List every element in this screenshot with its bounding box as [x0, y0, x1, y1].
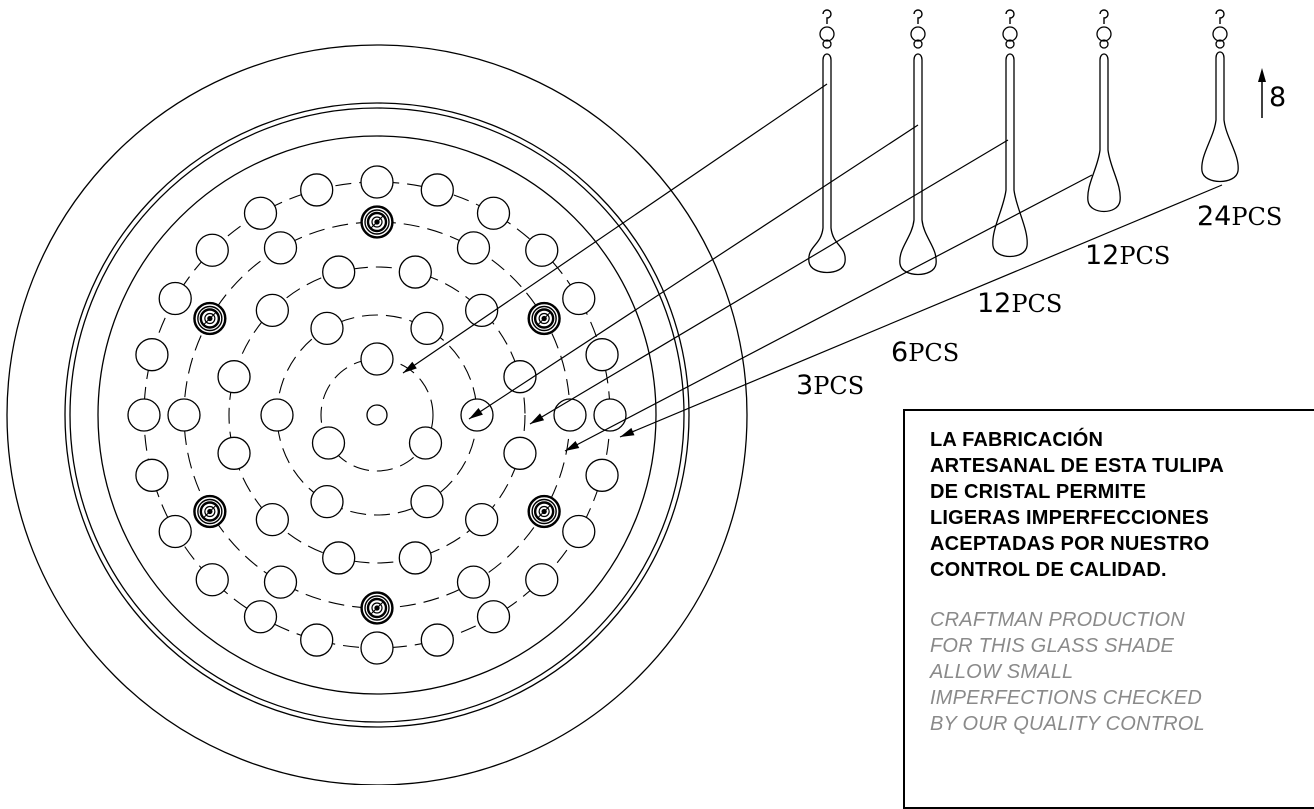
center-hole — [366, 404, 388, 426]
dimension-arrow: 8 — [1258, 68, 1286, 118]
quantity-label-ring2: 6PCS — [891, 337, 959, 368]
pendant-6pcs — [899, 9, 937, 276]
hole-ring3 — [255, 293, 289, 327]
hole-ring3 — [322, 255, 356, 289]
hole-ring5 — [476, 600, 511, 634]
hole-ring5 — [585, 338, 619, 372]
ring-path-1 — [320, 358, 434, 472]
hole-ring4 — [167, 398, 201, 432]
pendant-24pcs — [1201, 9, 1239, 183]
rim-3 — [69, 107, 685, 723]
screw-fixing — [528, 495, 560, 528]
hole-ring5 — [562, 514, 596, 549]
hole-ring5 — [476, 196, 511, 230]
hole-ring4 — [456, 231, 491, 265]
hole-ring3 — [465, 293, 499, 327]
hole-ring5 — [562, 281, 596, 316]
quality-note-box: LA FABRICACIÓN ARTESANAL DE ESTA TULIPA … — [903, 409, 1314, 809]
note-spanish: LA FABRICACIÓN ARTESANAL DE ESTA TULIPA … — [930, 429, 1225, 581]
crystal-drop-pendants — [808, 9, 1239, 276]
quantity-label-ring3: 12PCS — [977, 288, 1062, 319]
quantity-label-ring4: 12PCS — [1085, 240, 1170, 271]
hole-ring4 — [456, 565, 491, 599]
hole-ring3 — [217, 360, 251, 394]
hole-ring5 — [158, 281, 192, 316]
hole-ring5 — [360, 165, 394, 199]
hole-ring5 — [525, 563, 559, 597]
screw-fixing — [528, 302, 560, 335]
hole-ring3 — [503, 436, 537, 470]
hole-ring5 — [243, 196, 278, 230]
leader-arrows — [402, 83, 1223, 452]
hole-ring2 — [410, 484, 444, 519]
leader-12pcs-a — [529, 139, 1009, 425]
screw-fixing — [361, 206, 393, 238]
hole-ring3 — [217, 436, 251, 470]
pendant-12pcs-a — [992, 9, 1028, 258]
hole-ring1 — [408, 426, 443, 460]
hole-ring5 — [158, 514, 192, 549]
hole-ring1 — [360, 342, 394, 376]
leader-6pcs — [468, 124, 919, 420]
quantity-labels: 3PCS 6PCS 12PCS 12PCS 24PCS — [796, 201, 1282, 401]
screw-fixing — [194, 302, 226, 335]
leader-24pcs — [619, 184, 1223, 438]
hole-ring3 — [398, 541, 432, 575]
hole-ring4 — [553, 398, 587, 432]
hole-ring5 — [135, 458, 169, 492]
hole-ring5 — [300, 623, 334, 657]
hole-ring2 — [260, 398, 294, 432]
leader-3pcs — [402, 83, 828, 374]
glass-drops-layout-drawing: 8 3PCS 6PCS 12PCS 12PCS 24PCS — [6, 9, 1286, 785]
hole-ring5 — [135, 338, 169, 372]
dimension-label: 8 — [1269, 82, 1286, 113]
leader-12pcs-b — [564, 174, 1093, 452]
hole-ring2 — [310, 484, 344, 519]
hole-ring5 — [525, 233, 559, 267]
inner-rim — [97, 135, 657, 695]
ring-path-3 — [228, 266, 526, 564]
chandelier-disc — [6, 44, 748, 785]
hole-ring5 — [300, 173, 334, 207]
pendant-12pcs-b — [1087, 9, 1121, 213]
hole-ring4 — [263, 565, 298, 599]
hole-ring5 — [195, 233, 229, 267]
hole-ring4 — [263, 231, 298, 265]
hole-ring5 — [360, 631, 394, 665]
quantity-label-ring1: 3PCS — [796, 370, 864, 401]
hole-ring5 — [420, 623, 454, 657]
hole-ring5 — [585, 458, 619, 492]
quantity-label-ring5: 24PCS — [1197, 201, 1282, 232]
outer-rim — [6, 44, 748, 785]
hole-ring2 — [410, 311, 444, 346]
rim-2 — [64, 102, 690, 728]
hole-ring2 — [310, 311, 344, 346]
screw-fixing — [361, 592, 393, 624]
hole-ring3 — [398, 255, 432, 289]
hole-ring3 — [322, 541, 356, 575]
hole-ring1 — [311, 426, 346, 460]
hole-ring5 — [127, 398, 161, 432]
hole-ring3 — [503, 360, 537, 394]
hole-ring3 — [465, 503, 499, 537]
screw-fixing — [194, 495, 226, 528]
note-english: CRAFTMAN PRODUCTION FOR THIS GLASS SHADE… — [930, 609, 1205, 735]
hole-ring5 — [195, 563, 229, 597]
hole-ring5 — [243, 600, 278, 634]
hole-ring5 — [593, 398, 627, 432]
ring-path-4 — [183, 221, 571, 609]
hole-ring5 — [420, 173, 454, 207]
pendant-3pcs — [808, 9, 846, 274]
hole-ring3 — [255, 503, 289, 537]
